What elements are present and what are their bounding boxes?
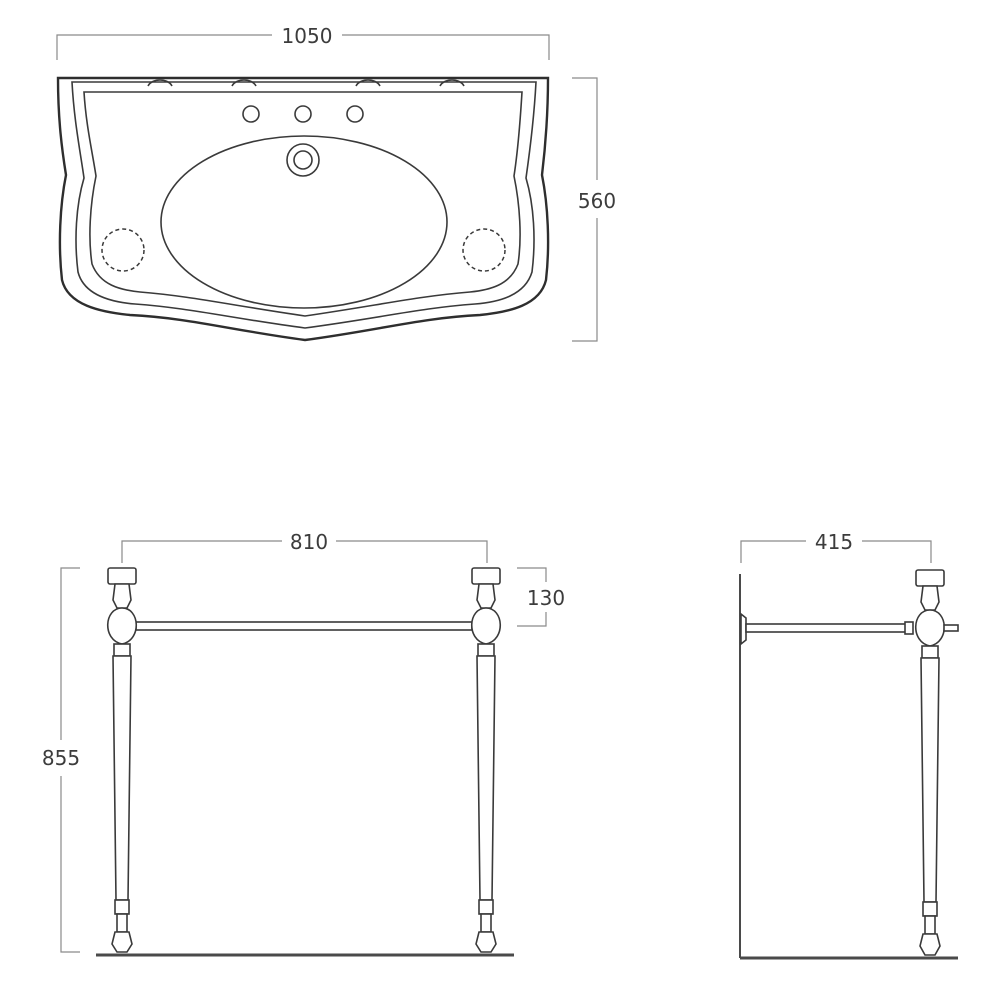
stand-width-dimension: 810 [121, 530, 488, 563]
stand-leg-left [107, 567, 137, 953]
stand-leg-right [471, 567, 501, 953]
basin-width-label: 1050 [282, 24, 333, 48]
wall-bracket [740, 612, 914, 646]
basin-depth-label: 560 [578, 189, 616, 213]
stand-crossbar [135, 621, 473, 631]
overflow-inner-icon [293, 150, 313, 170]
support-circle-left-icon [101, 228, 145, 272]
overflow-outer-icon [286, 143, 320, 177]
basin-bowl [160, 135, 448, 309]
tap-hole-left-icon [242, 105, 260, 123]
basin-inner-rim [83, 91, 523, 317]
basin-back-marks [147, 79, 465, 87]
stand-leg-side [915, 569, 959, 956]
stand-front-view: 810 130 855 [42, 530, 565, 957]
basin-rim [71, 81, 537, 329]
stand-side-depth-label: 415 [815, 530, 853, 554]
tap-hole-center-icon [294, 105, 312, 123]
stand-top-height-label: 130 [527, 586, 565, 610]
basin-depth-dimension: 560 [572, 77, 616, 342]
stand-width-label: 810 [290, 530, 328, 554]
stand-height-dimension: 855 [42, 567, 80, 953]
stand-side-depth-dimension: 415 [740, 530, 932, 563]
basin-width-dimension: 1050 [56, 24, 550, 60]
stand-height-label: 855 [42, 746, 80, 770]
basin-top-view: 1050 560 [56, 24, 616, 342]
basin-outline [56, 76, 550, 342]
stand-top-height-dimension: 130 [517, 567, 565, 627]
tap-hole-right-icon [346, 105, 364, 123]
support-circle-right-icon [462, 228, 506, 272]
stand-side-view: 415 [739, 530, 959, 960]
